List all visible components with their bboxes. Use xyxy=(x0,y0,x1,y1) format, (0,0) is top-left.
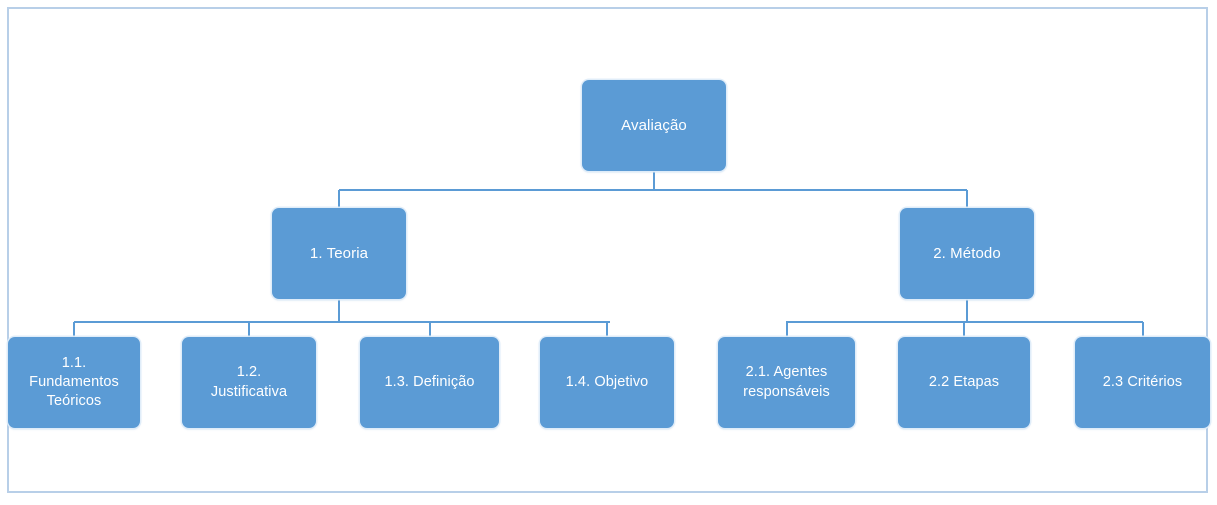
node-label: 1.1. Fundamentos Teóricos xyxy=(29,354,119,410)
node-avaliacao[interactable]: Avaliação xyxy=(582,80,726,171)
node-label: 2.1. Agentes responsáveis xyxy=(743,364,830,400)
node-1-teoria[interactable]: 1. Teoria xyxy=(272,208,406,299)
node-label: 2.3 Critérios xyxy=(1102,373,1183,390)
node-label: 2. Método xyxy=(933,244,1001,262)
node-label: 1.4. Objetivo xyxy=(565,373,649,390)
node-1-4-objetivo[interactable]: 1.4. Objetivo xyxy=(540,337,674,428)
node-label: 1.3. Definição xyxy=(384,373,475,390)
node-1-3-definicao[interactable]: 1.3. Definição xyxy=(360,337,499,428)
node-label: 1.2. Justificativa xyxy=(210,364,288,400)
node-label: 1. Teoria xyxy=(309,244,369,262)
node-1-1-fundamentos-teoricos[interactable]: 1.1. Fundamentos Teóricos xyxy=(8,337,140,428)
node-label: 2.2 Etapas xyxy=(928,373,1000,390)
node-2-metodo[interactable]: 2. Método xyxy=(900,208,1034,299)
node-2-3-criterios[interactable]: 2.3 Critérios xyxy=(1075,337,1210,428)
node-2-2-etapas[interactable]: 2.2 Etapas xyxy=(898,337,1030,428)
node-label: Avaliação xyxy=(621,116,687,134)
node-1-2-justificativa[interactable]: 1.2. Justificativa xyxy=(182,337,316,428)
node-2-1-agentes-responsaveis[interactable]: 2.1. Agentes responsáveis xyxy=(718,337,855,428)
